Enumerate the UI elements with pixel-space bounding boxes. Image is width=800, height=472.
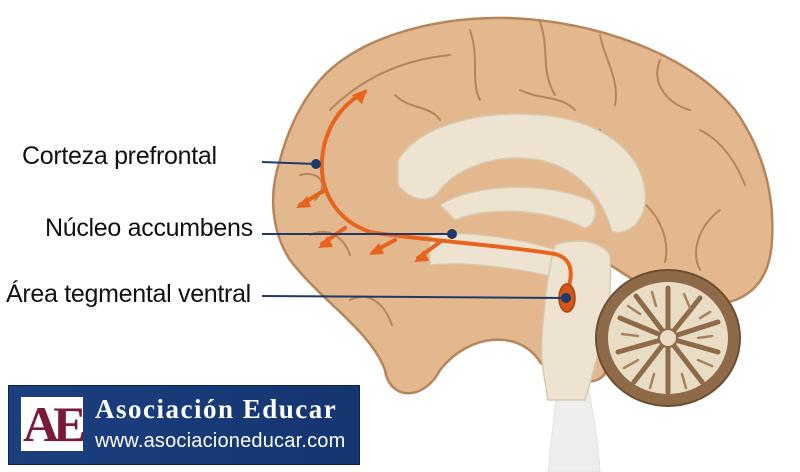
leader-dot-accumbens xyxy=(447,229,457,239)
cerebellum xyxy=(595,269,741,407)
leader-dot-tegmental xyxy=(561,293,571,303)
logo-mark-text: AE xyxy=(23,397,83,451)
leader-line-prefrontal xyxy=(261,161,317,165)
label-area-tegmental-ventral: Área tegmental ventral xyxy=(6,280,251,308)
logo-url: www.asociacioneducar.com xyxy=(95,430,346,452)
label-nucleo-accumbens: Núcleo accumbens xyxy=(45,214,253,242)
arrowhead-upper xyxy=(296,196,311,208)
logo-name: Asociación Educar xyxy=(95,394,338,424)
arrowhead-mid xyxy=(318,236,333,248)
mesocortical-branch xyxy=(319,90,573,294)
pathway-arrowheads xyxy=(296,89,429,262)
arrowhead-accumbens xyxy=(414,250,429,262)
corpus-callosum xyxy=(397,113,647,234)
logo-mark: AE xyxy=(21,397,83,451)
arrowhead-low xyxy=(369,243,384,255)
leader-lines xyxy=(261,159,571,303)
arrowhead-top xyxy=(352,89,367,104)
leader-line-tegmental xyxy=(261,295,567,299)
brainstem xyxy=(540,240,612,401)
fornix xyxy=(438,186,597,229)
asociacion-educar-logo-banner: AE Asociación Educar www.asociacioneduca… xyxy=(8,385,360,465)
label-corteza-prefrontal: Corteza prefrontal xyxy=(22,142,217,170)
leader-dot-prefrontal xyxy=(311,159,321,169)
